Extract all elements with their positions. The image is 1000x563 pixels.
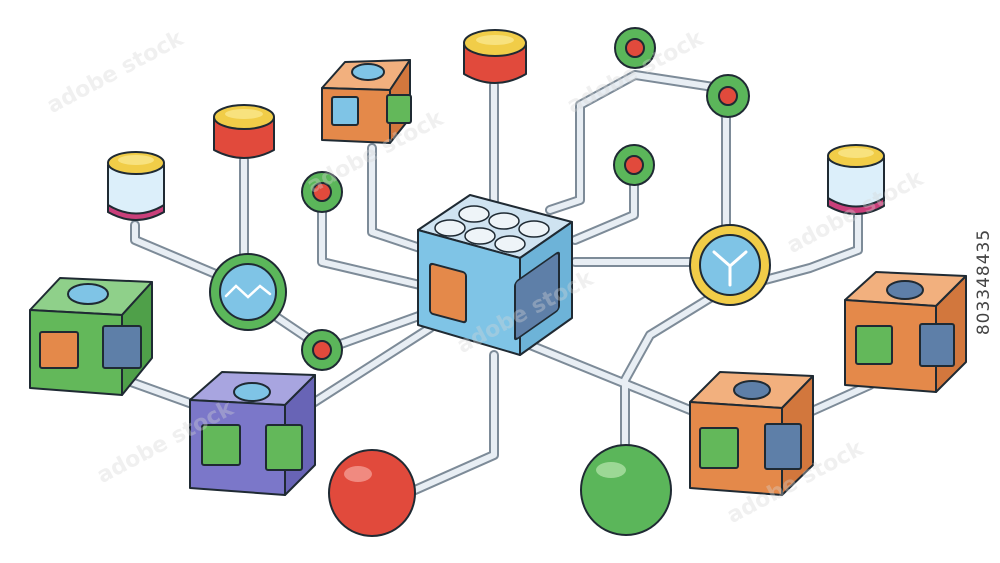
- green-sphere: [580, 444, 672, 536]
- red-sphere: [328, 449, 416, 537]
- orange-cube-bottom: [689, 371, 814, 496]
- pin-node-mid-right: [613, 144, 655, 186]
- y-symbol-node: [689, 224, 771, 306]
- stock-image-id-text: 803348435: [974, 228, 995, 335]
- y-symbol-icon: [712, 250, 748, 287]
- canister-left: [107, 151, 165, 221]
- purple-cube: [189, 371, 316, 496]
- canister-mid: [213, 104, 275, 159]
- stock-image-id: 803348435: [969, 0, 1000, 563]
- canister-right: [827, 144, 885, 215]
- orange-cube-top: [321, 59, 412, 144]
- wave-node: [209, 253, 287, 331]
- canister-red-top: [463, 29, 527, 84]
- connection-pipes: [115, 70, 875, 495]
- pin-node-left: [301, 171, 343, 213]
- pin-node-small-center: [301, 329, 343, 371]
- pin-node-top: [614, 27, 656, 69]
- pin-node-top-right: [706, 74, 750, 118]
- hub-cube: [417, 194, 573, 356]
- green-cube-left: [29, 277, 153, 396]
- hub-top-keys: [434, 205, 550, 253]
- orange-cube-right: [844, 271, 967, 393]
- wave-icon: [224, 284, 272, 299]
